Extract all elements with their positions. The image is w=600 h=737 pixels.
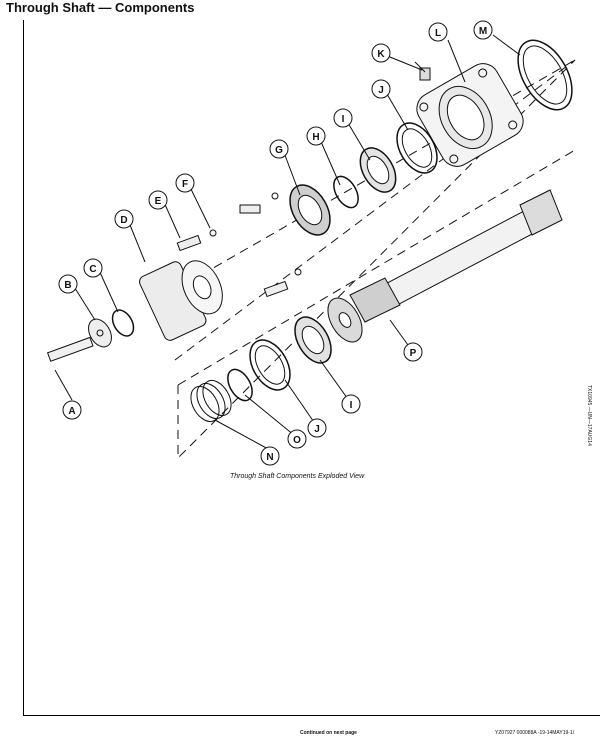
shaft-part bbox=[327, 189, 563, 343]
callout-L: L bbox=[428, 22, 448, 42]
callout-I-upper: I bbox=[333, 108, 353, 128]
svg-text:N: N bbox=[266, 452, 273, 463]
housing-part bbox=[416, 63, 524, 167]
svg-text:F: F bbox=[182, 179, 188, 190]
callout-G: G bbox=[269, 139, 289, 159]
left-margin-rule bbox=[23, 20, 24, 715]
svg-text:J: J bbox=[314, 424, 320, 435]
page-title: Through Shaft — Components bbox=[6, 0, 195, 15]
continued-note: Continued on next page bbox=[300, 730, 357, 736]
document-code: YZ07927 000088A -19-14MAY19-1/ bbox=[495, 730, 575, 736]
callout-A: A bbox=[62, 400, 82, 420]
callout-I-lower: I bbox=[341, 394, 361, 414]
callout-D: D bbox=[114, 209, 134, 229]
svg-text:B: B bbox=[64, 280, 71, 291]
footer-rule bbox=[23, 715, 600, 716]
svg-text:L: L bbox=[435, 28, 441, 39]
svg-text:I: I bbox=[342, 114, 345, 125]
figure-code: TX10945 —UN—17AUG14 bbox=[586, 385, 592, 446]
svg-text:G: G bbox=[275, 145, 283, 156]
svg-text:H: H bbox=[312, 132, 319, 143]
callout-M: M bbox=[473, 20, 493, 40]
svg-text:C: C bbox=[89, 264, 96, 275]
callout-H: H bbox=[306, 126, 326, 146]
figure-caption: Through Shaft Components Exploded View bbox=[230, 473, 365, 480]
callout-J-upper: J bbox=[371, 79, 391, 99]
svg-text:E: E bbox=[155, 196, 162, 207]
svg-text:A: A bbox=[68, 406, 75, 417]
svg-text:M: M bbox=[479, 26, 487, 37]
callout-labels: A B C D E F G H bbox=[58, 20, 493, 466]
callout-F: F bbox=[175, 173, 195, 193]
callout-O: O bbox=[287, 429, 307, 449]
callout-J-lower: J bbox=[307, 418, 327, 438]
svg-text:O: O bbox=[293, 435, 301, 446]
callout-K: K bbox=[371, 43, 391, 63]
yoke-part bbox=[139, 260, 223, 341]
svg-text:J: J bbox=[378, 85, 384, 96]
callout-E: E bbox=[148, 190, 168, 210]
callout-P: P bbox=[403, 342, 423, 362]
svg-text:P: P bbox=[410, 348, 417, 359]
callout-C: C bbox=[83, 258, 103, 278]
svg-text:D: D bbox=[120, 215, 127, 226]
callout-N: N bbox=[260, 446, 280, 466]
callout-B: B bbox=[58, 274, 78, 294]
svg-text:K: K bbox=[377, 49, 385, 60]
svg-text:I: I bbox=[350, 400, 353, 411]
